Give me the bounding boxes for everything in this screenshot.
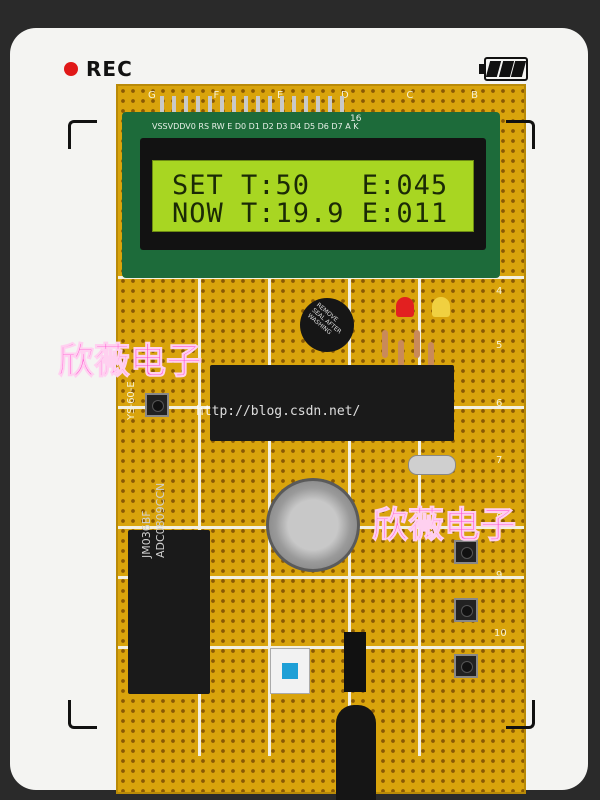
buzzer [300, 298, 354, 352]
battery-tip [479, 64, 484, 74]
record-dot-icon [64, 62, 78, 76]
lcd-pin-labels: VSSVDDV0 RS RW E D0 D1 D2 D3 D4 D5 D6 D7… [152, 122, 359, 131]
adc-chip-marking: JM036BF ADC0809CCN [140, 482, 167, 558]
crystal-oscillator [408, 455, 456, 475]
lcd-pin-number: 16 [350, 114, 362, 124]
rec-label: REC [86, 57, 133, 81]
board-model-label: YS-60-E [126, 381, 137, 420]
battery-icon [484, 57, 528, 81]
row-number: 10 [494, 628, 507, 639]
viewfinder-corner [506, 700, 535, 729]
lcd-screen [152, 160, 474, 232]
url-watermark: http://blog.csdn.net/ [196, 404, 361, 419]
lcd-header-pins [160, 96, 350, 114]
rec-indicator: REC [64, 57, 133, 81]
row-number: 8 [496, 512, 503, 523]
brand-watermark: 欣薇电子 [57, 341, 203, 383]
viewfinder-corner [68, 700, 97, 729]
resistor [398, 340, 404, 368]
resistor [428, 342, 434, 370]
push-button-3[interactable] [454, 598, 478, 622]
power-switch[interactable] [270, 648, 310, 694]
viewfinder-corner [68, 120, 97, 149]
resistor [414, 330, 420, 358]
brand-watermark: 欣薇电子 [371, 505, 517, 547]
yellow-led [432, 297, 450, 317]
row-number: 7 [496, 455, 503, 466]
resistor [382, 330, 388, 358]
lcd-line-set: SET T:50 E:045 [172, 170, 449, 201]
lcd-line-now: NOW T:19.9 E:011 [172, 198, 449, 229]
row-number: 9 [496, 570, 503, 581]
push-button-4[interactable] [454, 654, 478, 678]
red-led [396, 297, 414, 317]
row-number: 4 [496, 286, 503, 297]
push-button-1[interactable] [145, 393, 169, 417]
row-number: 6 [496, 398, 503, 409]
row-number: 5 [496, 340, 503, 351]
push-button-2[interactable] [454, 540, 478, 564]
microcontroller-chip [210, 365, 454, 441]
power-jack [344, 632, 366, 692]
adc-chip [128, 530, 210, 694]
viewfinder-corner [506, 120, 535, 149]
gas-sensor [266, 478, 360, 572]
column-letters: G F E D C B [148, 90, 478, 101]
power-cable [336, 705, 376, 800]
